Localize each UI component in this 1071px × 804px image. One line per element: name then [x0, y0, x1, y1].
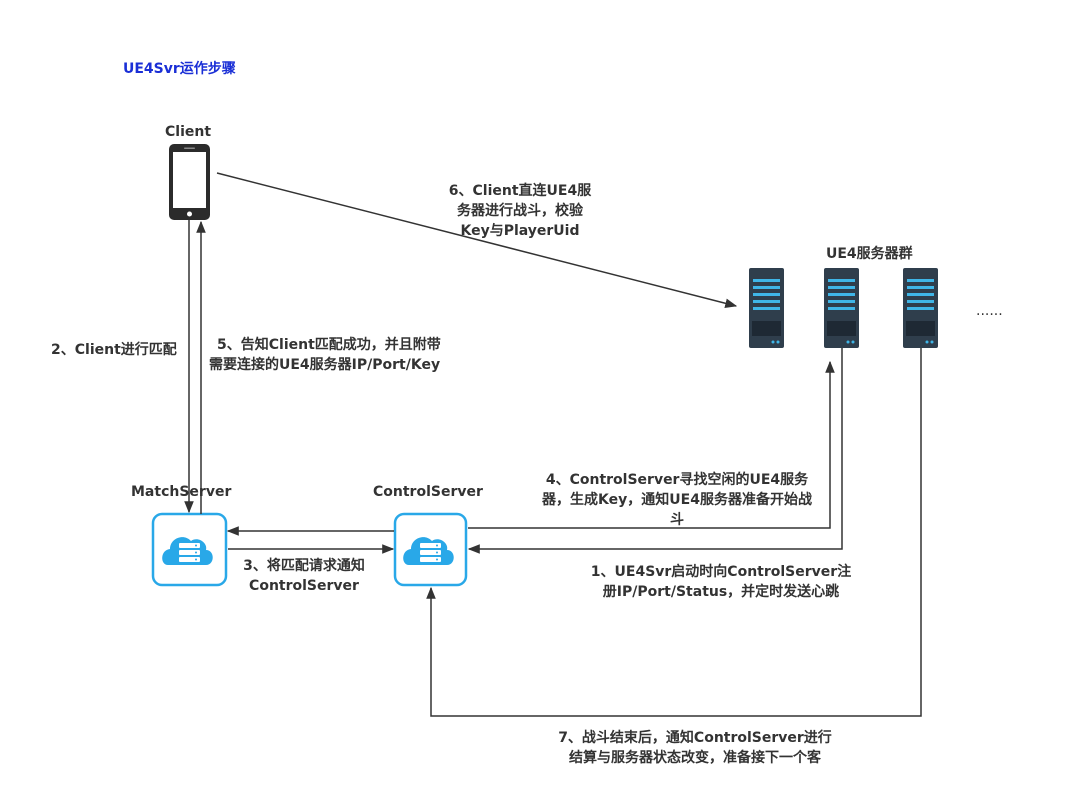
- arrow-step1: [467, 348, 843, 554]
- client-label: Client: [165, 124, 212, 140]
- step6-label: 6、Client直连UE4服 务器进行战斗，校验 Key与PlayerUid: [448, 183, 592, 239]
- match-server-cloud-icon: [151, 512, 228, 587]
- step5-label: 5、告知Client匹配成功，并且附带 需要连接的UE4服务器IP/Port/K…: [209, 337, 441, 373]
- match-server-label: MatchServer: [131, 484, 232, 500]
- arrow-step7: [426, 348, 922, 717]
- ue4-server-icon: [903, 268, 938, 348]
- more-servers-ellipsis: ......: [976, 303, 1003, 319]
- diagram-title: UE4Svr运作步骤: [123, 61, 236, 77]
- control-server-cloud-icon: [393, 512, 468, 587]
- control-server-label: ControlServer: [373, 484, 483, 500]
- ue4-cluster-label: UE4服务器群: [826, 246, 913, 262]
- step3-label: 3、将匹配请求通知 ControlServer: [243, 558, 365, 594]
- step2-label: 2、Client进行匹配: [51, 342, 177, 358]
- step7-label: 7、战斗结束后，通知ControlServer进行 结算与服务器状态改变，准备接…: [558, 730, 832, 766]
- ue4-server-icon: [749, 268, 784, 348]
- arrow-step6: [216, 172, 738, 308]
- phone-icon: [169, 144, 210, 220]
- arrow-step4: [468, 360, 835, 529]
- step1-label: 1、UE4Svr启动时向ControlServer注 册IP/Port/Stat…: [590, 564, 852, 600]
- step4-label: 4、ControlServer寻找空闲的UE4服务 器，生成Key，通知UE4服…: [542, 472, 812, 528]
- ue4-server-icon: [824, 268, 859, 348]
